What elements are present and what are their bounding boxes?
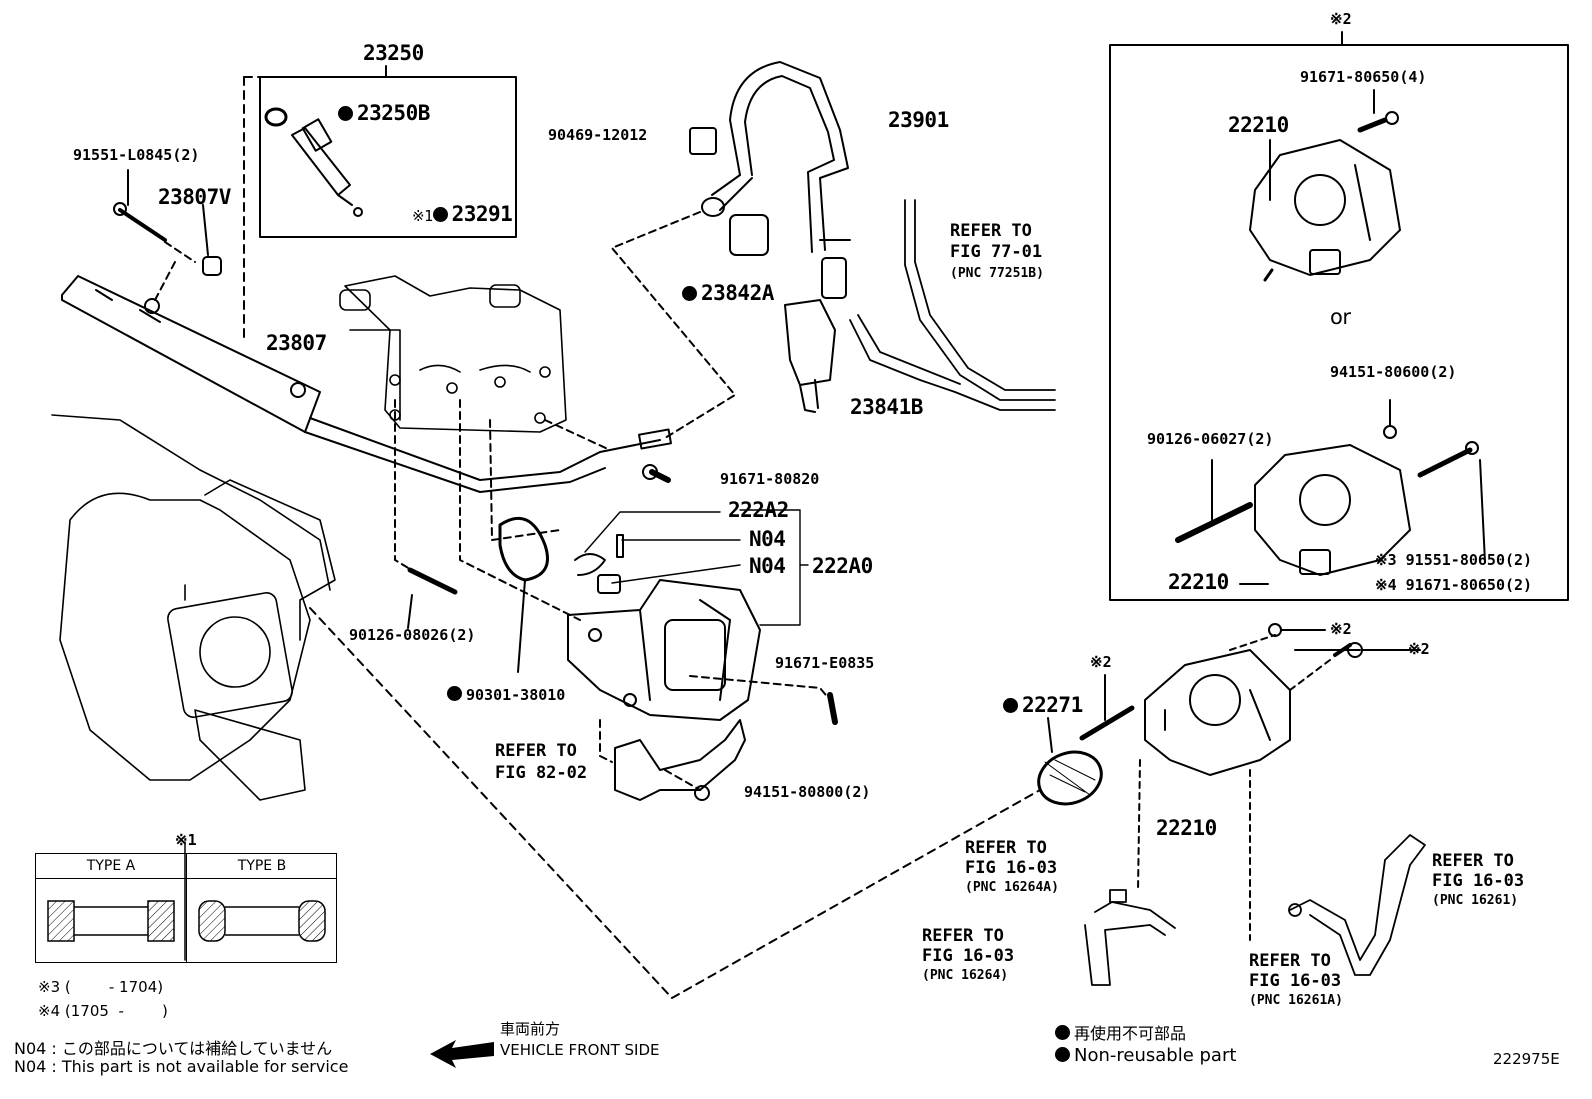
label-90469: 90469-12012 [548,126,648,144]
label-23250: 23250 [363,41,424,65]
quick-connector [701,197,725,217]
label-222A0: 222A0 [812,554,873,578]
note-n04-jp: N04 : この部品については補給していません [14,1039,333,1058]
nonreusable-legend-jp: 再使用不可部品 [1055,1020,1186,1044]
label-23807V: 23807V [158,185,231,209]
label-or: or [1330,305,1351,329]
spacer-23807V [202,256,222,276]
throttle-body-22210-b [1254,444,1411,576]
nonreusable-legend-en: Non-reusable part [1055,1045,1236,1066]
o-ring [264,107,288,127]
label-n04-b: N04 [749,554,786,578]
nonreusable-dot-icon [1055,1047,1070,1062]
label-star2-box: ※2 [1330,10,1352,28]
label-90301-38010: 90301-38010 [447,686,565,703]
legend-star1: ※1 [175,831,197,849]
label-90126-06027: 90126-06027(2) [1147,430,1274,448]
hose-16261 [1288,834,1426,976]
gasket-22271 [1037,750,1103,806]
type-legend: TYPE A TYPE B [35,853,337,963]
note-star4: ※4 (1705 - ) [38,1002,168,1020]
sensor-n04 [597,574,621,594]
note-n04-en: N04 : This part is not available for ser… [14,1057,349,1076]
label-91671-E0835: 91671-E0835 [775,654,875,672]
note-star3: ※3 ( - 1704) [38,978,164,996]
hose-16264 [1084,889,1176,986]
throttle-body-222A0 [567,579,761,721]
label-star2-bolt: ※2 [1408,640,1430,658]
label-22271: 22271 [1003,695,1083,716]
cylinder-head [339,275,567,433]
nonreusable-dot-icon [447,686,462,701]
bracket-82-02 [614,719,746,801]
label-23901: 23901 [888,108,949,132]
nonreusable-dot-icon [432,207,448,222]
label-94151-80600: 94151-80600(2) [1330,363,1457,381]
label-94151-80800: 94151-80800(2) [744,783,871,801]
label-91551-L0845: 91551-L0845(2) [73,146,200,164]
stud-90126-08026 [407,567,458,595]
label-22210-box-b: 22210 [1168,570,1229,594]
label-23841B: 23841B [850,395,923,419]
type-a-label: TYPE A [36,854,186,879]
nonreusable-dot-icon [1055,1025,1070,1040]
label-91551-80650: ※3 91551-80650(2) [1375,551,1533,569]
engine-block [51,414,336,801]
front-label-jp: 車両前方 [500,1020,561,1038]
fuel-injector [291,118,363,217]
bolt-91671-80820 [649,469,671,483]
label-star2-nut: ※2 [1330,620,1352,638]
type-b-label: TYPE B [187,854,337,879]
label-23807: 23807 [266,331,327,355]
type-a-seal-icon [47,900,175,942]
gasket-90301 [498,516,549,582]
stud-main [1079,705,1135,741]
illustration-code: 222975E [1493,1050,1560,1068]
front-arrow-icon [430,1040,494,1068]
label-23250B: 23250B [338,103,430,124]
label-22210-main: 22210 [1156,816,1217,840]
damper-23842A [729,214,769,256]
fuel-rail [61,275,672,493]
type-b-seal-icon [198,900,326,942]
pin-n04 [616,534,624,558]
pipe-77-01 [849,199,1056,411]
bracket-23841B [784,299,836,413]
throttle-body-22210 [1144,649,1291,776]
option-box [1109,44,1569,601]
label-22210-box-a: 22210 [1228,113,1289,137]
nonreusable-dot-icon [338,106,353,121]
label-n04-a: N04 [749,527,786,551]
label-star2-stud: ※2 [1090,653,1112,671]
label-222A2: 222A2 [728,498,789,522]
fuel-hose-23901 [711,61,851,299]
label-91671-80650-4: 91671-80650(4) [1300,68,1427,86]
label-91671-80650-2: ※4 91671-80650(2) [1375,576,1533,594]
bolt-91551-L0845 [113,169,167,242]
label-23842A: 23842A [682,283,774,304]
nut-94151-80800 [694,785,710,801]
throttle-body-22210-a [1249,139,1401,276]
label-91671-80820: 91671-80820 [720,470,820,488]
nonreusable-dot-icon [682,286,697,301]
label-90126-08026: 90126-08026(2) [349,626,476,644]
clip-90469 [689,127,717,155]
front-label-en: VEHICLE FRONT SIDE [500,1041,660,1059]
snap-ring [574,553,606,576]
nonreusable-dot-icon [1003,698,1018,713]
injector-detail-box [259,76,517,238]
